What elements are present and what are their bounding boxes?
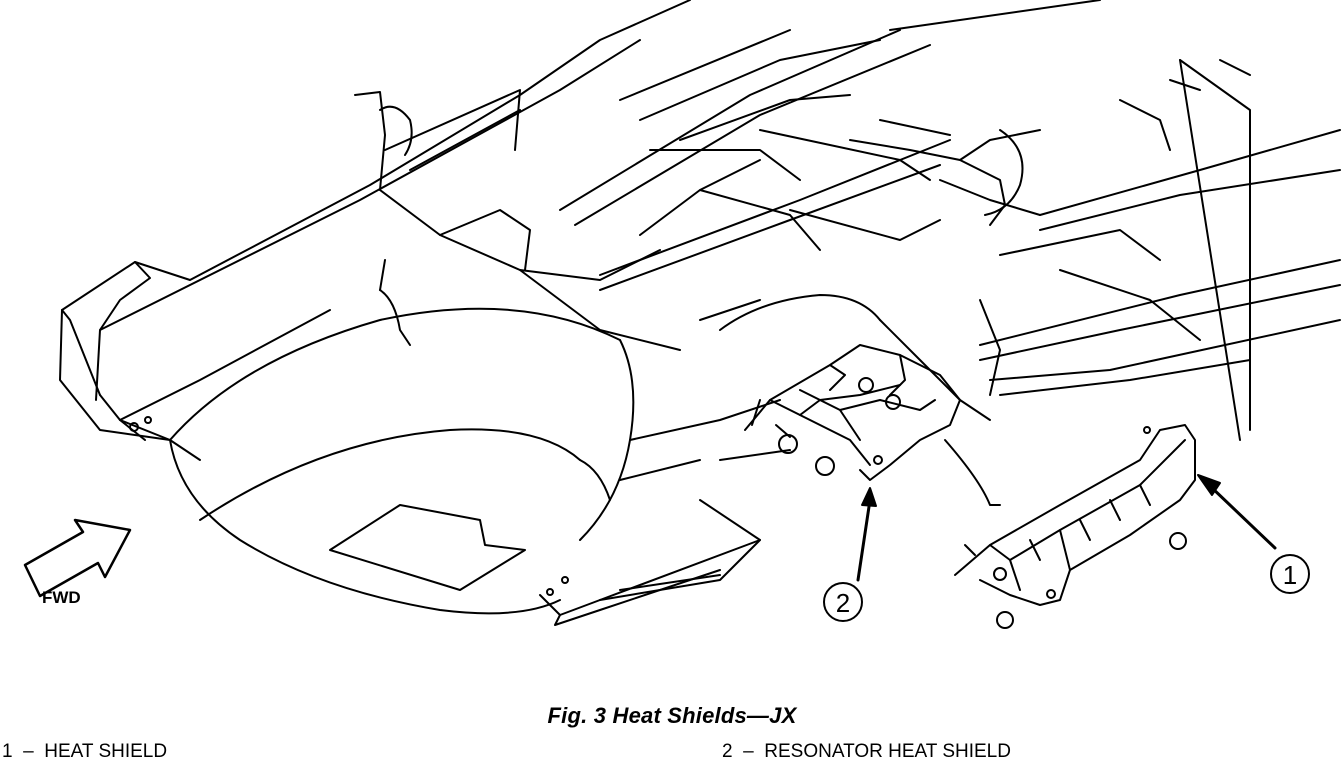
exhaust-tunnel	[619, 294, 1001, 506]
heat-shield-diagram: 2 1	[23, 0, 1341, 629]
fwd-arrow-icon	[23, 518, 132, 598]
callout-2-number: 2	[836, 588, 850, 618]
callout-1: 1	[1197, 474, 1310, 594]
resonator-heat-shield	[744, 344, 961, 481]
spare-tire-well	[119, 259, 761, 626]
heat-shield	[954, 424, 1196, 629]
legend-item-heat-shield: 1 – HEAT SHIELD	[2, 741, 168, 762]
right-floor-pan	[889, 0, 1341, 441]
callout-2: 2	[823, 487, 877, 622]
callout-1-number: 1	[1283, 560, 1297, 590]
figure-caption: Fig. 3 Heat Shields—JX	[547, 703, 797, 728]
frame-rails	[379, 29, 1041, 351]
fwd-label: FWD	[42, 588, 81, 607]
left-floor-pan	[59, 0, 691, 461]
legend-item-resonator-heat-shield: 2 – RESONATOR HEAT SHIELD	[722, 741, 1011, 762]
